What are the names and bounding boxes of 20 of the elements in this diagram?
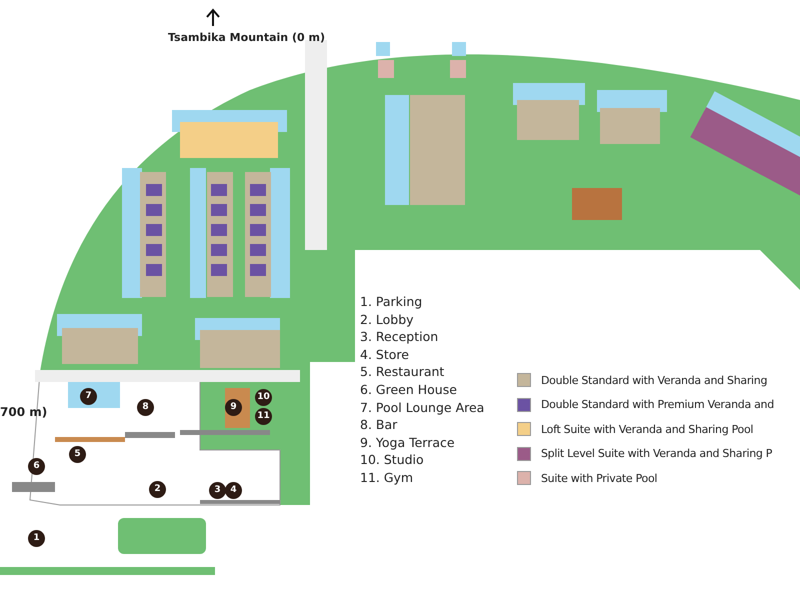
place-label: Tsambika Mountain (0 m) xyxy=(168,31,325,44)
legend-text: Double Standard with Veranda and Sharing xyxy=(541,374,768,386)
key-list-item: 8. Bar xyxy=(360,417,398,434)
key-list-item: 7. Pool Lounge Area xyxy=(360,400,484,416)
callout-number: 6 xyxy=(28,458,45,475)
legend-text: Double Standard with Premium Veranda and xyxy=(541,398,774,411)
key-list-item: 4. Store xyxy=(360,346,409,363)
key-list-item: 3. Reception xyxy=(360,329,438,346)
key-list-item: 1. Parking xyxy=(360,294,422,310)
legend-text: Loft Suite with Veranda and Sharing Pool xyxy=(541,422,754,436)
key-list-item: 5. Restaurant xyxy=(360,364,444,380)
legend-text: Split Level Suite with Veranda and Sharing P xyxy=(541,447,772,460)
key-list-item: 9. Yoga Terrace xyxy=(360,434,455,451)
place-label: 700 m) xyxy=(0,405,48,419)
legend-text: Suite with Private Pool xyxy=(541,472,658,484)
key-list-item: 6. Green House xyxy=(360,382,457,398)
key-list-item: 2. Lobby xyxy=(360,312,414,328)
callout-number: 1 xyxy=(28,530,45,547)
key-list-item: 11. Gym xyxy=(360,470,414,486)
key-list-item: 10. Studio xyxy=(360,452,424,468)
